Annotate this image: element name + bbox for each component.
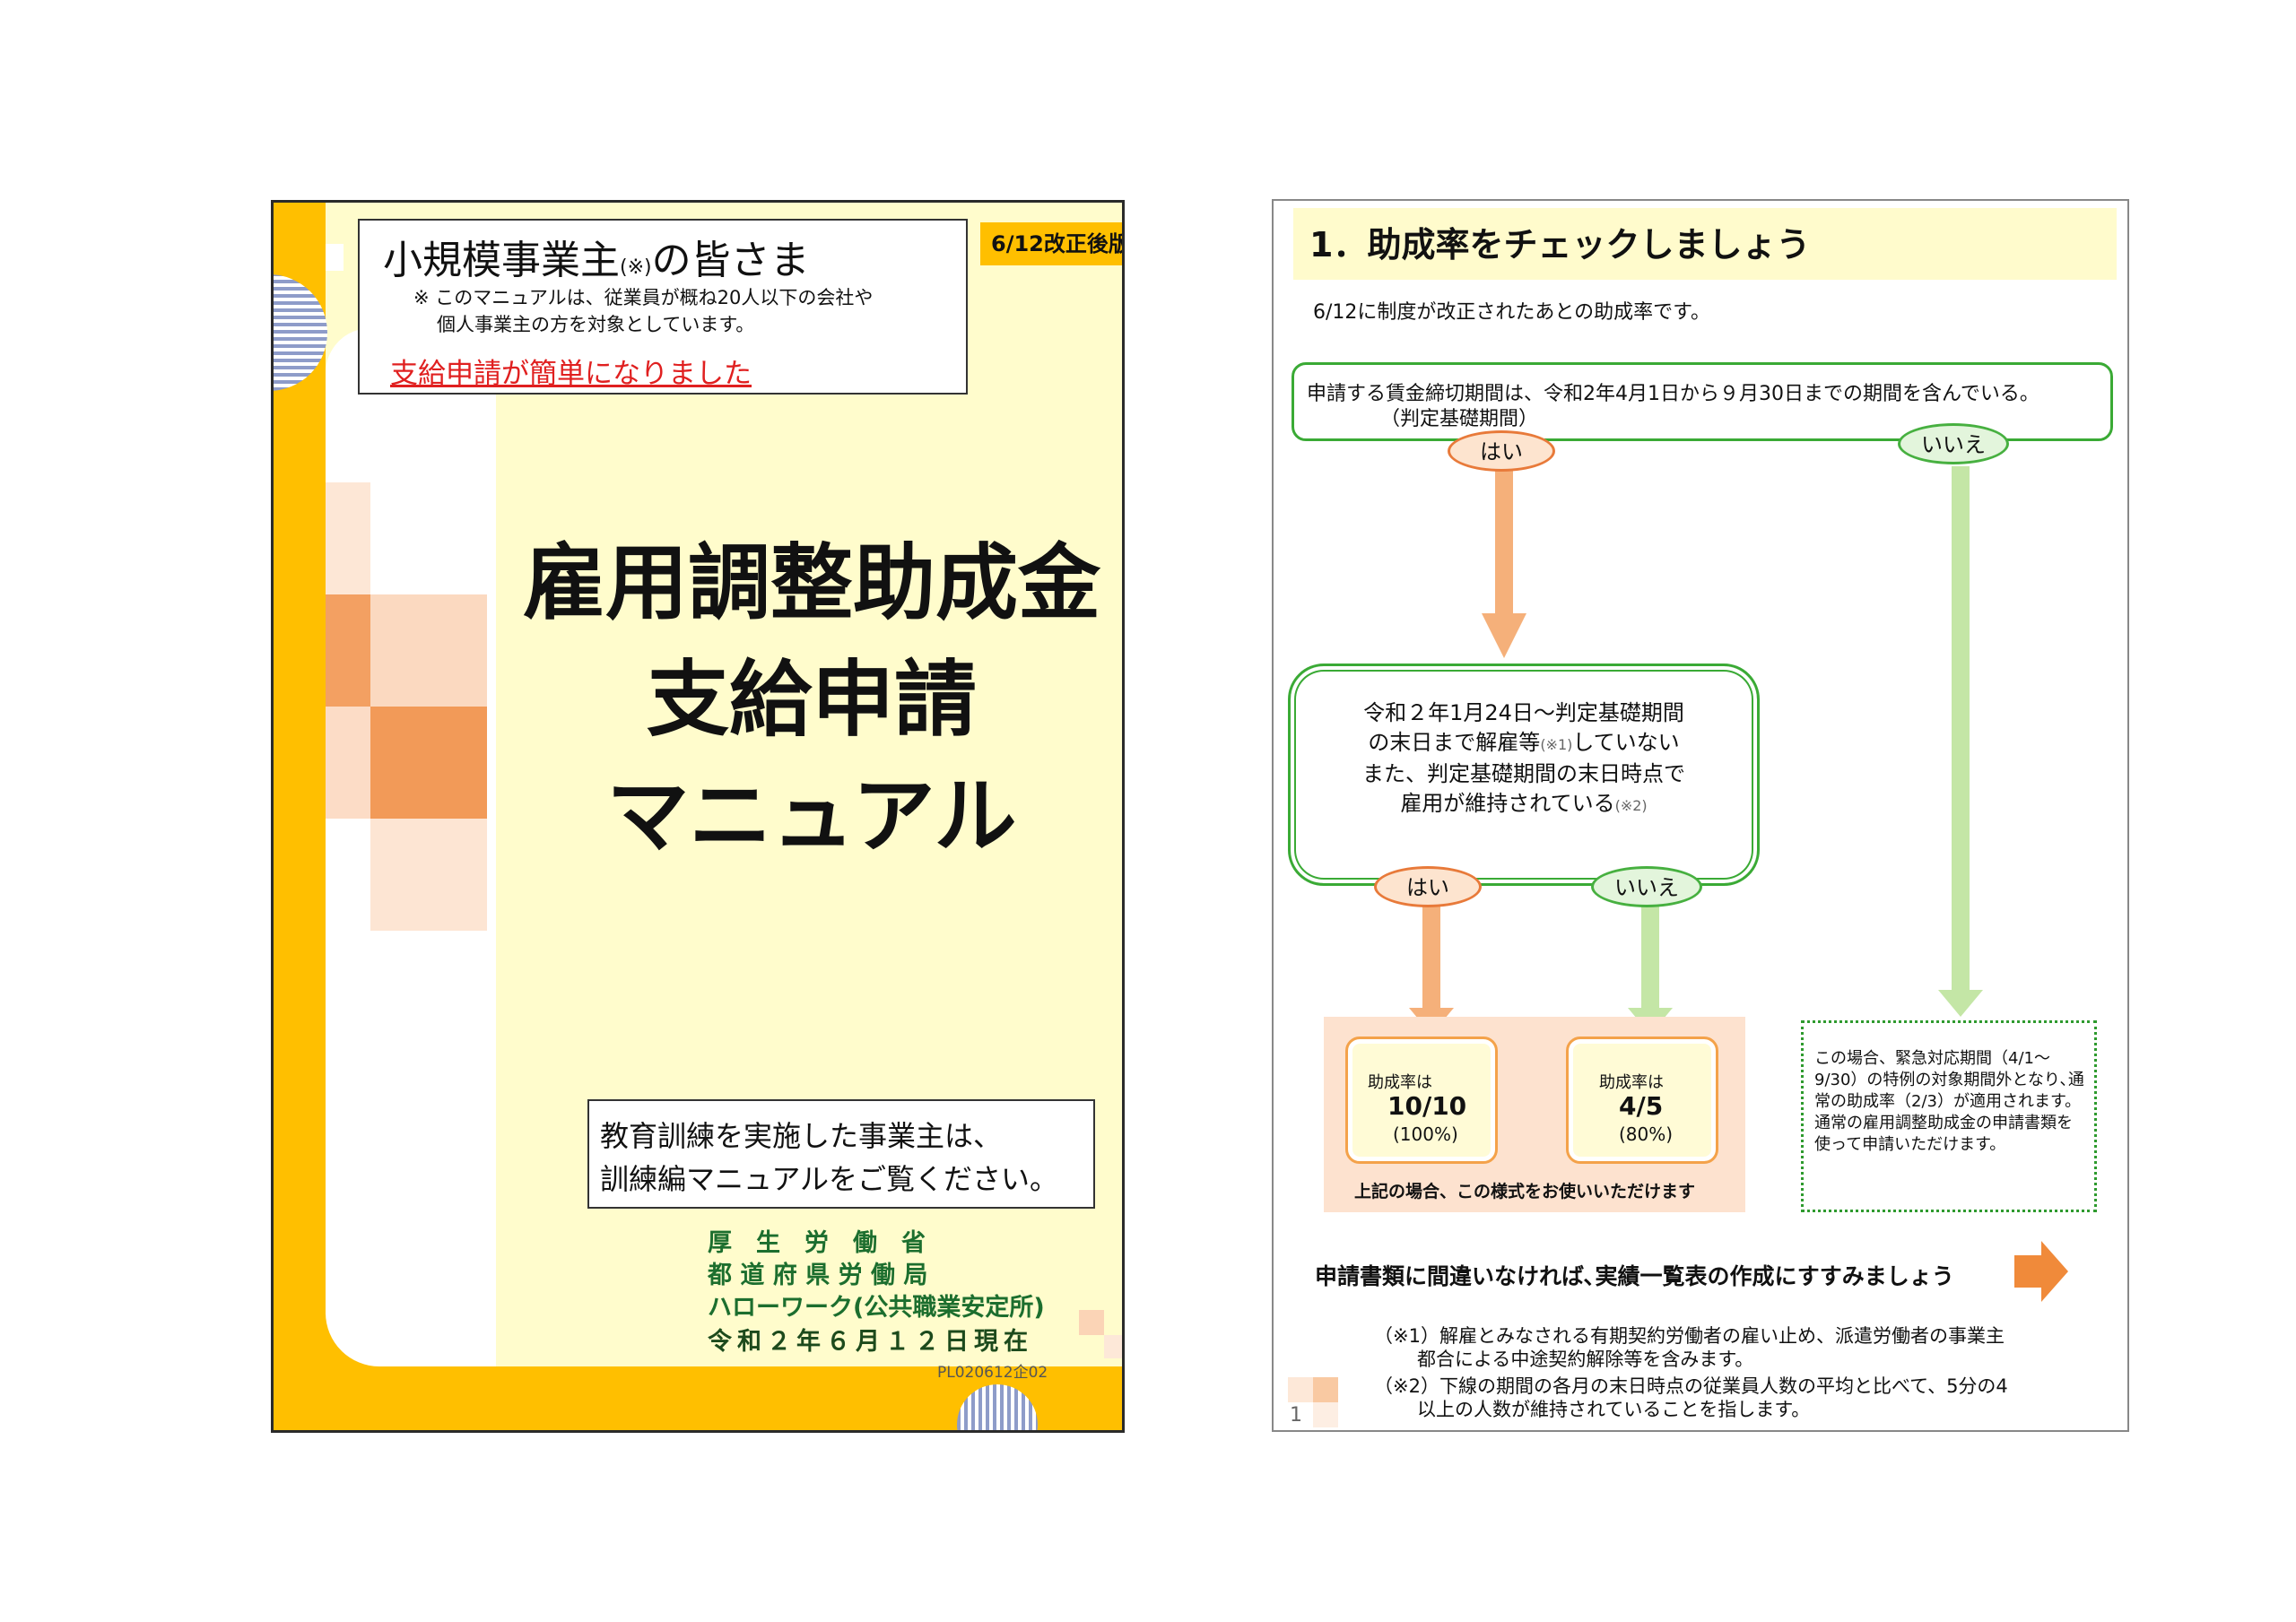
yes-badge-q1: はい — [1448, 430, 1555, 472]
audience-box: 小規模事業主(※)の皆さま ※ このマニュアルは、従業員が概ね20人以下の会社や… — [358, 219, 968, 395]
question1-line2: （判定基礎期間） — [1380, 408, 1539, 430]
rate2-value: 4/5 — [1619, 1091, 1664, 1121]
corner-tile — [1288, 1377, 1313, 1402]
cover-left-orange-bar — [274, 203, 326, 1430]
intro-text: 6/12に制度が改正されたあとの助成率です。 — [1313, 301, 1710, 324]
training-note-line2: 訓練編マニュアルをご覧ください。 — [600, 1162, 1059, 1196]
rate-card-full: 助成率は 10/10 (100%) — [1345, 1037, 1498, 1164]
corner-tile — [1313, 1377, 1338, 1402]
revision-badge: 6/12改正後版 — [980, 222, 1122, 265]
tile — [370, 594, 487, 707]
issuer-line1: 厚 生 労 働 省 — [708, 1229, 926, 1257]
tile — [1079, 1310, 1104, 1335]
rate-caption: 助成率は — [1368, 1073, 1432, 1092]
question2-line1: 令和２年1月24日～判定基礎期間 — [1363, 700, 1684, 725]
issuer-line2: 都 道 府 県 労 働 局 — [708, 1262, 928, 1289]
doc-code: PL020612企02 — [937, 1364, 1048, 1382]
audience-note-line2: 個人事業主の方を対象としています。 — [437, 314, 755, 335]
main-title: 雇用調整助成金 支給申請 マニュアル — [496, 525, 1122, 875]
corner-tile — [1313, 1402, 1338, 1427]
tile — [370, 707, 487, 819]
next-step-arrow-icon — [2014, 1241, 2068, 1302]
question2-box: 令和２年1月24日～判定基礎期間 の末日まで解雇等(※1)していない また、判定… — [1288, 664, 1760, 886]
rate1-value: 10/10 — [1387, 1091, 1467, 1121]
question2-line2: の末日まで解雇等(※1)していない — [1291, 728, 1757, 759]
arrow-no-1 — [1938, 466, 1983, 1017]
cover-yellow-bottom-strip — [496, 1310, 1122, 1366]
issuer-line3: ハローワーク(公共職業安定所) — [708, 1294, 1045, 1322]
emergency-note-box: この場合、緊急対応期間（4/1～9/30）の特例の対象期間外となり､通常の助成率… — [1801, 1020, 2097, 1212]
arrow-yes-2 — [1409, 904, 1454, 1035]
no-badge-q1: いいえ — [1898, 423, 2009, 464]
arrow-yes-1 — [1482, 470, 1526, 658]
rate2-percent: (80%) — [1619, 1123, 1674, 1145]
audience-title: 小規模事業主(※)の皆さま — [383, 228, 810, 285]
question2-line2a: の末日まで解雇等 — [1368, 730, 1541, 755]
page-number: 1 — [1290, 1404, 1302, 1427]
rate-check-page: 1．助成率をチェックしましょう 6/12に制度が改正されたあとの助成率です。 申… — [1272, 199, 2129, 1432]
audience-note-line1: ※ このマニュアルは、従業員が概ね20人以下の会社や — [413, 287, 874, 308]
question2-note2: (※2) — [1614, 797, 1648, 814]
emergency-note: この場合、緊急対応期間（4/1～9/30）の特例の対象期間外となり､通常の助成率… — [1814, 1049, 2084, 1154]
tile — [326, 594, 370, 707]
audience-title-post: の皆さま — [651, 238, 810, 283]
audience-title-pre: 小規模事業主 — [383, 238, 620, 283]
question1-line1: 申請する賃金締切期間は、令和2年4月1日から９月30日までの期間を含んでいる。 — [1307, 383, 2039, 405]
cover-top-curve — [326, 244, 344, 271]
no-badge-q2: いいえ — [1591, 866, 1702, 907]
rates-footer: 上記の場合、この様式をお使いいただけます — [1354, 1182, 1696, 1201]
question2-note1: (※1) — [1540, 736, 1573, 753]
rate1-percent: (100%) — [1393, 1123, 1458, 1145]
footnote1-line1: （※1）解雇とみなされる有期契約労働者の雇い止め、派遣労働者の事業主 — [1374, 1325, 2005, 1347]
yes-badge-q2: はい — [1374, 866, 1482, 907]
audience-title-note: (※) — [620, 256, 652, 279]
footnote1-line2: 都合による中途契約解除等を含みます。 — [1417, 1349, 1754, 1370]
question1-box: 申請する賃金締切期間は、令和2年4月1日から９月30日までの期間を含んでいる。 … — [1292, 362, 2113, 441]
training-note-line1: 教育訓練を実施した事業主は、 — [600, 1119, 1003, 1153]
section-title: 1．助成率をチェックしましょう — [1309, 225, 1811, 265]
simplified-notice: 支給申請が簡単になりました — [390, 358, 752, 390]
tile — [326, 707, 370, 819]
question2-line2b: していない — [1572, 730, 1680, 755]
main-title-line1: 雇用調整助成金 — [522, 535, 1100, 631]
question2-line4: 雇用が維持されている(※2) — [1291, 789, 1757, 820]
date-line: 令和２年６月１２日現在 — [708, 1328, 1033, 1356]
tile — [370, 819, 487, 931]
training-note-box: 教育訓練を実施した事業主は、 訓練編マニュアルをご覧ください。 — [587, 1099, 1095, 1209]
tile — [326, 482, 370, 594]
main-title-line3: マニュアル — [606, 768, 1017, 864]
next-step-text: 申請書類に間違いなければ､実績一覧表の作成にすすみましょう — [1315, 1263, 1954, 1289]
section-title-band — [1293, 208, 2117, 280]
rate-card-partial: 助成率は 4/5 (80%) — [1566, 1037, 1718, 1164]
arrow-no-2 — [1628, 904, 1673, 1035]
footnote2-line2: 以上の人数が維持されていることを指します。 — [1417, 1399, 1811, 1420]
question2-line4a: 雇用が維持されている — [1400, 791, 1615, 816]
main-title-line2: 支給申請 — [646, 652, 977, 748]
flow-arrows — [1409, 466, 2068, 1302]
footnote2-line1: （※2）下線の期間の各月の末日時点の従業員人数の平均と比べて、5分の4 — [1374, 1375, 2008, 1397]
tile — [1104, 1335, 1122, 1358]
question2-line3: また、判定基礎期間の末日時点で — [1362, 761, 1685, 786]
rate-caption: 助成率は — [1599, 1073, 1664, 1092]
cover-page: 小規模事業主(※)の皆さま ※ このマニュアルは、従業員が概ね20人以下の会社や… — [271, 200, 1125, 1433]
